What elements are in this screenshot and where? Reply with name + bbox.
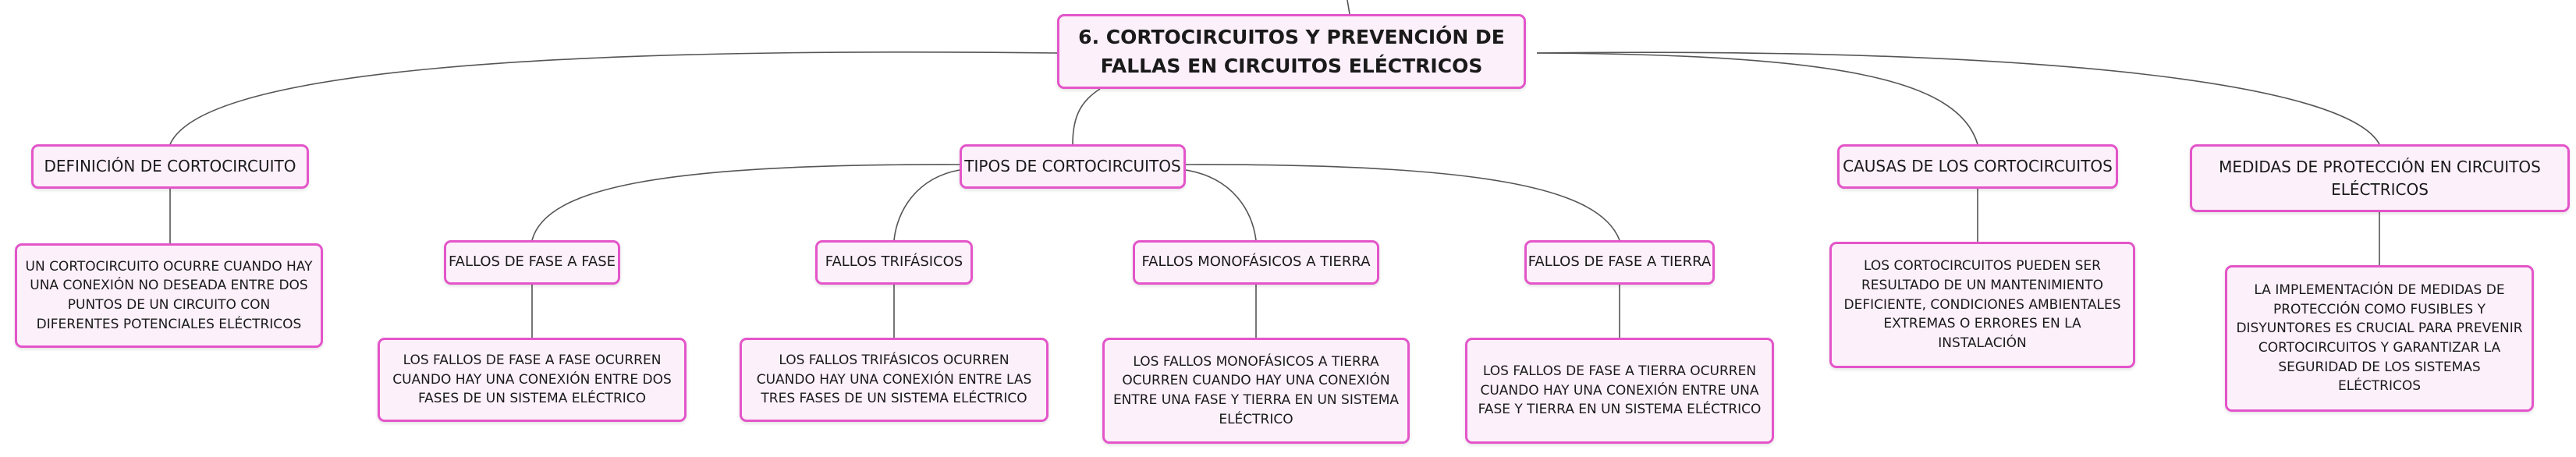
medidas-title: MEDIDAS DE PROTECCIÓN EN CIRCUITOS ELÉCT… bbox=[2219, 157, 2541, 199]
tipo-monofasicos-node[interactable]: FALLOS MONOFÁSICOS A TIERRA bbox=[1133, 240, 1379, 285]
definicion-text-node[interactable]: UN CORTOCIRCUITO OCURRE CUANDO HAY UNA C… bbox=[15, 243, 323, 348]
tipos-node[interactable]: TIPOS DE CORTOCIRCUITOS bbox=[960, 144, 1186, 189]
causas-title: CAUSAS DE LOS CORTOCIRCUITOS bbox=[1843, 157, 2113, 175]
tipo-monofasicos-title: FALLOS MONOFÁSICOS A TIERRA bbox=[1141, 253, 1371, 271]
tipo-fase-fase-title: FALLOS DE FASE A FASE bbox=[448, 253, 616, 271]
medidas-text-node[interactable]: LA IMPLEMENTACIÓN DE MEDIDAS DE PROTECCI… bbox=[2225, 265, 2534, 412]
connector-tipos-fase-fase bbox=[531, 164, 960, 241]
causas-text-node[interactable]: LOS CORTOCIRCUITOS PUEDEN SER RESULTADO … bbox=[1829, 242, 2135, 368]
connector-root-definicion bbox=[169, 51, 1058, 145]
definicion-node[interactable]: DEFINICIÓN DE CORTOCIRCUITO bbox=[31, 144, 309, 189]
tipo-trifasicos-text-node[interactable]: LOS FALLOS TRIFÁSICOS OCURREN CUANDO HAY… bbox=[740, 338, 1048, 422]
tipo-monofasicos-text-node[interactable]: LOS FALLOS MONOFÁSICOS A TIERRA OCURREN … bbox=[1102, 338, 1410, 444]
tipo-fase-fase-node[interactable]: FALLOS DE FASE A FASE bbox=[444, 240, 620, 285]
tipo-trifasicos-node[interactable]: FALLOS TRIFÁSICOS bbox=[815, 240, 973, 285]
medidas-node[interactable]: MEDIDAS DE PROTECCIÓN EN CIRCUITOS ELÉCT… bbox=[2190, 144, 2570, 212]
tipo-fase-tierra-text: LOS FALLOS DE FASE A TIERRA OCURREN CUAN… bbox=[1478, 363, 1762, 418]
connector-tipos-fase-tierra bbox=[1185, 164, 1620, 241]
connector-root-medidas bbox=[1536, 51, 2380, 145]
root-topic-node[interactable]: 6. CORTOCIRCUITOS Y PREVENCIÓN DE FALLAS… bbox=[1057, 14, 1526, 89]
tipo-fase-tierra-node[interactable]: FALLOS DE FASE A TIERRA bbox=[1524, 240, 1715, 285]
connector-tipos-trifasicos bbox=[893, 169, 960, 241]
tipo-fase-fase-text-node[interactable]: LOS FALLOS DE FASE A FASE OCURREN CUANDO… bbox=[378, 338, 687, 422]
tipo-fase-tierra-title: FALLOS DE FASE A TIERRA bbox=[1528, 253, 1712, 271]
tipo-trifasicos-title: FALLOS TRIFÁSICOS bbox=[825, 253, 963, 271]
causas-text: LOS CORTOCIRCUITOS PUEDEN SER RESULTADO … bbox=[1843, 258, 2121, 351]
root-topic-text: 6. CORTOCIRCUITOS Y PREVENCIÓN DE FALLAS… bbox=[1078, 25, 1505, 78]
tipo-fase-tierra-text-node[interactable]: LOS FALLOS DE FASE A TIERRA OCURREN CUAN… bbox=[1465, 338, 1774, 444]
tipos-title: TIPOS DE CORTOCIRCUITOS bbox=[964, 157, 1181, 175]
connector-root-causas bbox=[1536, 52, 1978, 145]
connector-root-tipos bbox=[1072, 88, 1101, 145]
connector-top bbox=[1347, 0, 1350, 15]
definicion-text: UN CORTOCIRCUITO OCURRE CUANDO HAY UNA C… bbox=[25, 258, 313, 332]
causas-node[interactable]: CAUSAS DE LOS CORTOCIRCUITOS bbox=[1837, 144, 2118, 189]
tipo-monofasicos-text: LOS FALLOS MONOFÁSICOS A TIERRA OCURREN … bbox=[1112, 353, 1400, 427]
tipo-fase-fase-text: LOS FALLOS DE FASE A FASE OCURREN CUANDO… bbox=[392, 352, 672, 407]
tipo-trifasicos-text: LOS FALLOS TRIFÁSICOS OCURREN CUANDO HAY… bbox=[756, 352, 1032, 407]
definicion-title: DEFINICIÓN DE CORTOCIRCUITO bbox=[44, 157, 296, 175]
medidas-text: LA IMPLEMENTACIÓN DE MEDIDAS DE PROTECCI… bbox=[2236, 282, 2523, 395]
connector-tipos-monofasicos bbox=[1185, 169, 1257, 241]
